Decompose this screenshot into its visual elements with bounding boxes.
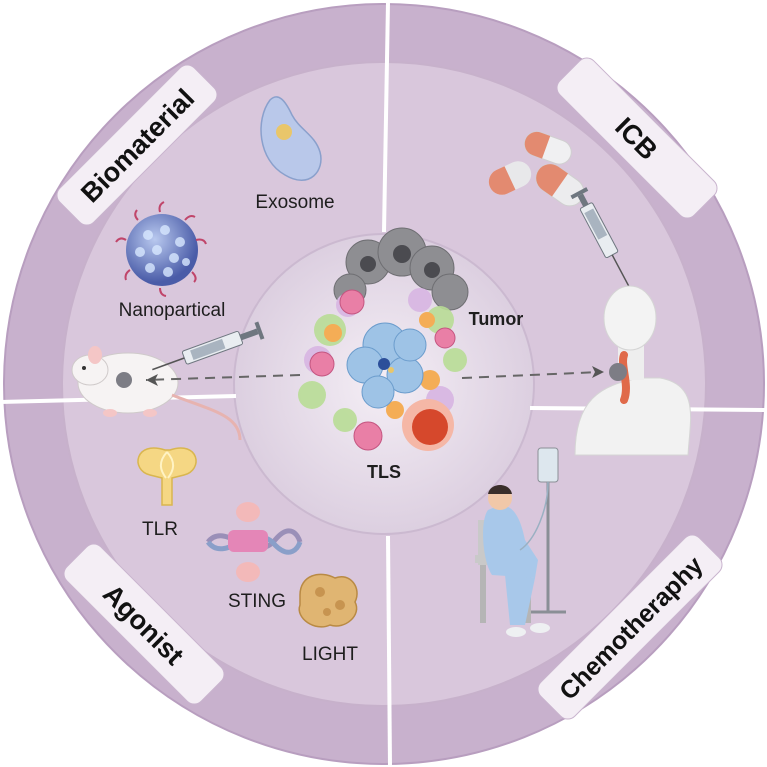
nanoparticle-label: Nanopartical [119,300,226,321]
dashed-arrow-left [145,374,301,386]
tls-cell-cluster-icon [298,227,469,451]
tlr-label: TLR [142,519,178,540]
sting-dna-icon [205,502,303,582]
sting-label: STING [228,591,286,612]
patient-iv-icon [475,447,566,637]
nanoparticle-icon [115,201,207,297]
dashed-arrow-right [461,366,604,379]
exosome-label: Exosome [255,192,334,213]
exosome-icon [260,96,322,181]
syringe-icon [152,321,265,371]
syringe-icon [570,187,634,295]
human-bust-icon [574,285,692,456]
mouse-icon [71,346,242,441]
tumor-label: Tumor [469,309,524,329]
capsule-icon [488,131,585,207]
tlr-receptor-icon [137,447,197,506]
light-protein-icon [298,573,358,628]
tls-label: TLS [367,462,401,482]
light-label: LIGHT [302,644,358,665]
